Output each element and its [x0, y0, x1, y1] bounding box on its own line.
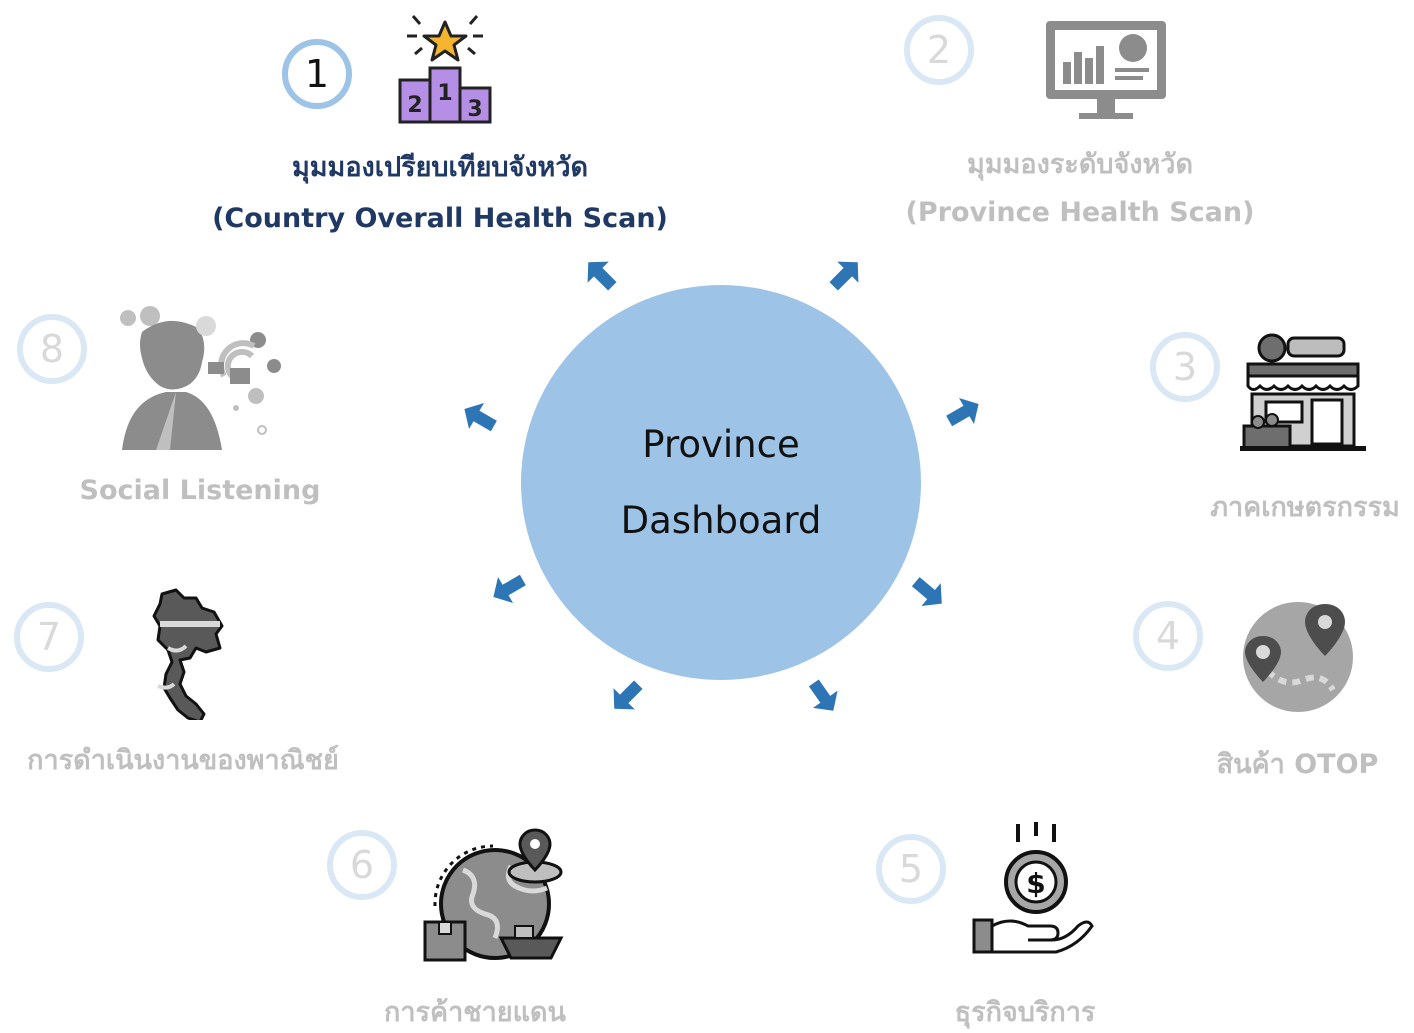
- arrow-to-1: [587, 261, 617, 291]
- item-8-number-badge[interactable]: 8: [17, 314, 87, 384]
- center-hub[interactable]: Province Dashboard: [521, 285, 921, 680]
- globe-trade-icon: [423, 828, 564, 962]
- item-3-title[interactable]: ภาคเกษตรกรรม: [1210, 492, 1400, 523]
- svg-text:2: 2: [407, 93, 422, 118]
- thailand-map-icon: [152, 588, 224, 720]
- svg-text:1: 1: [437, 81, 452, 106]
- svg-text:$: $: [1026, 867, 1045, 900]
- market-stall-icon: [1240, 333, 1366, 451]
- item-7-title[interactable]: การดำเนินงานของพาณิชย์: [27, 745, 339, 776]
- item-4-number-badge[interactable]: 4: [1133, 601, 1203, 671]
- center-title-line1: Province: [642, 422, 800, 466]
- arrow-to-4: [911, 577, 942, 607]
- arrow-to-7: [493, 574, 526, 603]
- item-7-number-badge[interactable]: 7: [14, 602, 84, 672]
- item-2-title[interactable]: มุมมองระดับจังหวัด: [967, 149, 1193, 180]
- item-8-title[interactable]: Social Listening: [79, 475, 321, 506]
- podium-star-icon: 2 1 3: [398, 15, 492, 124]
- arrow-to-5: [808, 679, 838, 711]
- item-4-title[interactable]: สินค้า OTOP: [1216, 749, 1379, 780]
- center-title-line2: Dashboard: [620, 498, 822, 542]
- arrow-to-6: [613, 680, 643, 710]
- svg-text:3: 3: [467, 97, 482, 122]
- item-1-subtitle[interactable]: (Country Overall Health Scan): [212, 203, 668, 234]
- arrow-to-2: [829, 261, 859, 291]
- hand-money-icon: $: [972, 822, 1094, 954]
- item-5-number-badge[interactable]: 5: [876, 834, 946, 904]
- item-6-number-badge[interactable]: 6: [327, 830, 397, 900]
- item-1-number-badge[interactable]: 1: [282, 39, 352, 109]
- item-6-title[interactable]: การค้าชายแดน: [384, 997, 566, 1028]
- item-2-subtitle[interactable]: (Province Health Scan): [905, 197, 1255, 228]
- item-1-title[interactable]: มุมมองเปรียบเทียบจังหวัด: [291, 152, 589, 183]
- item-5-title[interactable]: ธุรกิจบริการ: [954, 997, 1096, 1028]
- monitor-chart-icon: [1046, 21, 1166, 119]
- item-3-number-badge[interactable]: 3: [1150, 332, 1220, 402]
- map-route-icon: [1243, 602, 1353, 712]
- arrow-to-8: [464, 403, 497, 432]
- arrow-to-3: [946, 398, 979, 427]
- item-2-number-badge[interactable]: 2: [904, 15, 974, 85]
- social-listening-icon: [120, 306, 281, 450]
